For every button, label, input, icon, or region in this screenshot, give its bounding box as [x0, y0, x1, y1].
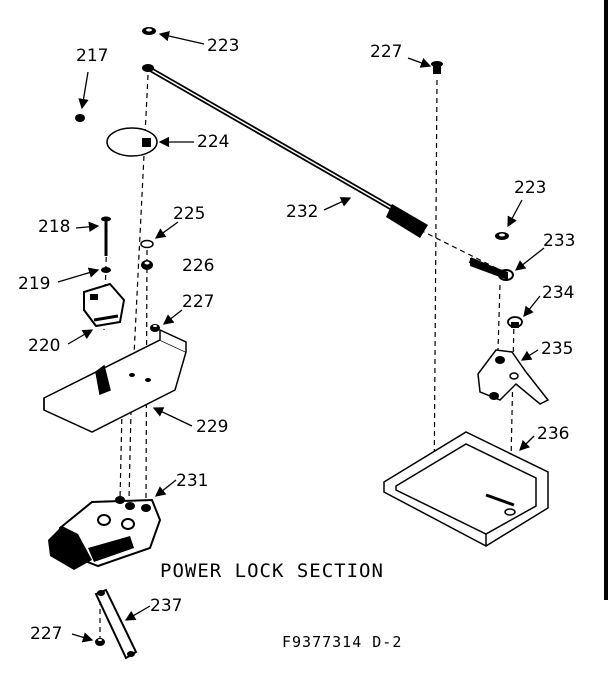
lever-235: [477, 349, 550, 405]
switch-220: [83, 282, 126, 328]
section-title: POWER LOCK SECTION: [160, 560, 384, 582]
label-233: 233: [543, 231, 576, 251]
washer-219: [101, 267, 111, 273]
link-233: [470, 258, 508, 280]
washer-223-right: [495, 232, 509, 240]
label-227-top: 227: [370, 42, 403, 62]
label-223-right: 223: [514, 178, 547, 198]
label-227-bottom: 227: [30, 624, 63, 644]
label-237: 237: [150, 596, 183, 616]
button-234: [507, 316, 523, 328]
tray-236: [383, 431, 549, 547]
label-224: 224: [197, 132, 230, 152]
screw-227-middle: [150, 324, 160, 332]
bracket-229: [43, 328, 187, 433]
label-227-middle: 227: [182, 292, 215, 312]
label-232: 232: [286, 202, 319, 222]
label-231: 231: [176, 471, 209, 491]
motor-231: [48, 496, 162, 570]
plate-224: [106, 127, 158, 157]
label-236: 236: [537, 424, 570, 444]
leader-arrows: [57, 30, 545, 643]
label-235: 235: [541, 339, 574, 359]
link-bar-237: [94, 588, 138, 660]
label-226: 226: [182, 256, 215, 276]
label-223-top: 223: [207, 36, 240, 56]
screw-218: [101, 216, 111, 256]
screw-227-top: [431, 61, 443, 74]
washer-223-top: [142, 27, 156, 35]
figure-code: F9377314 D-2: [282, 633, 403, 651]
right-border-line: [604, 0, 608, 600]
label-234: 234: [542, 283, 575, 303]
label-217: 217: [76, 46, 109, 66]
screw-227-bottom: [95, 638, 105, 646]
nut-226: [141, 260, 153, 270]
rod-232: [142, 64, 514, 281]
nut-217: [75, 114, 85, 122]
washer-225: [140, 239, 154, 249]
label-225: 225: [173, 204, 206, 224]
label-220: 220: [28, 336, 61, 356]
label-219: 219: [18, 274, 51, 294]
label-218: 218: [38, 217, 71, 237]
label-229: 229: [196, 417, 229, 437]
